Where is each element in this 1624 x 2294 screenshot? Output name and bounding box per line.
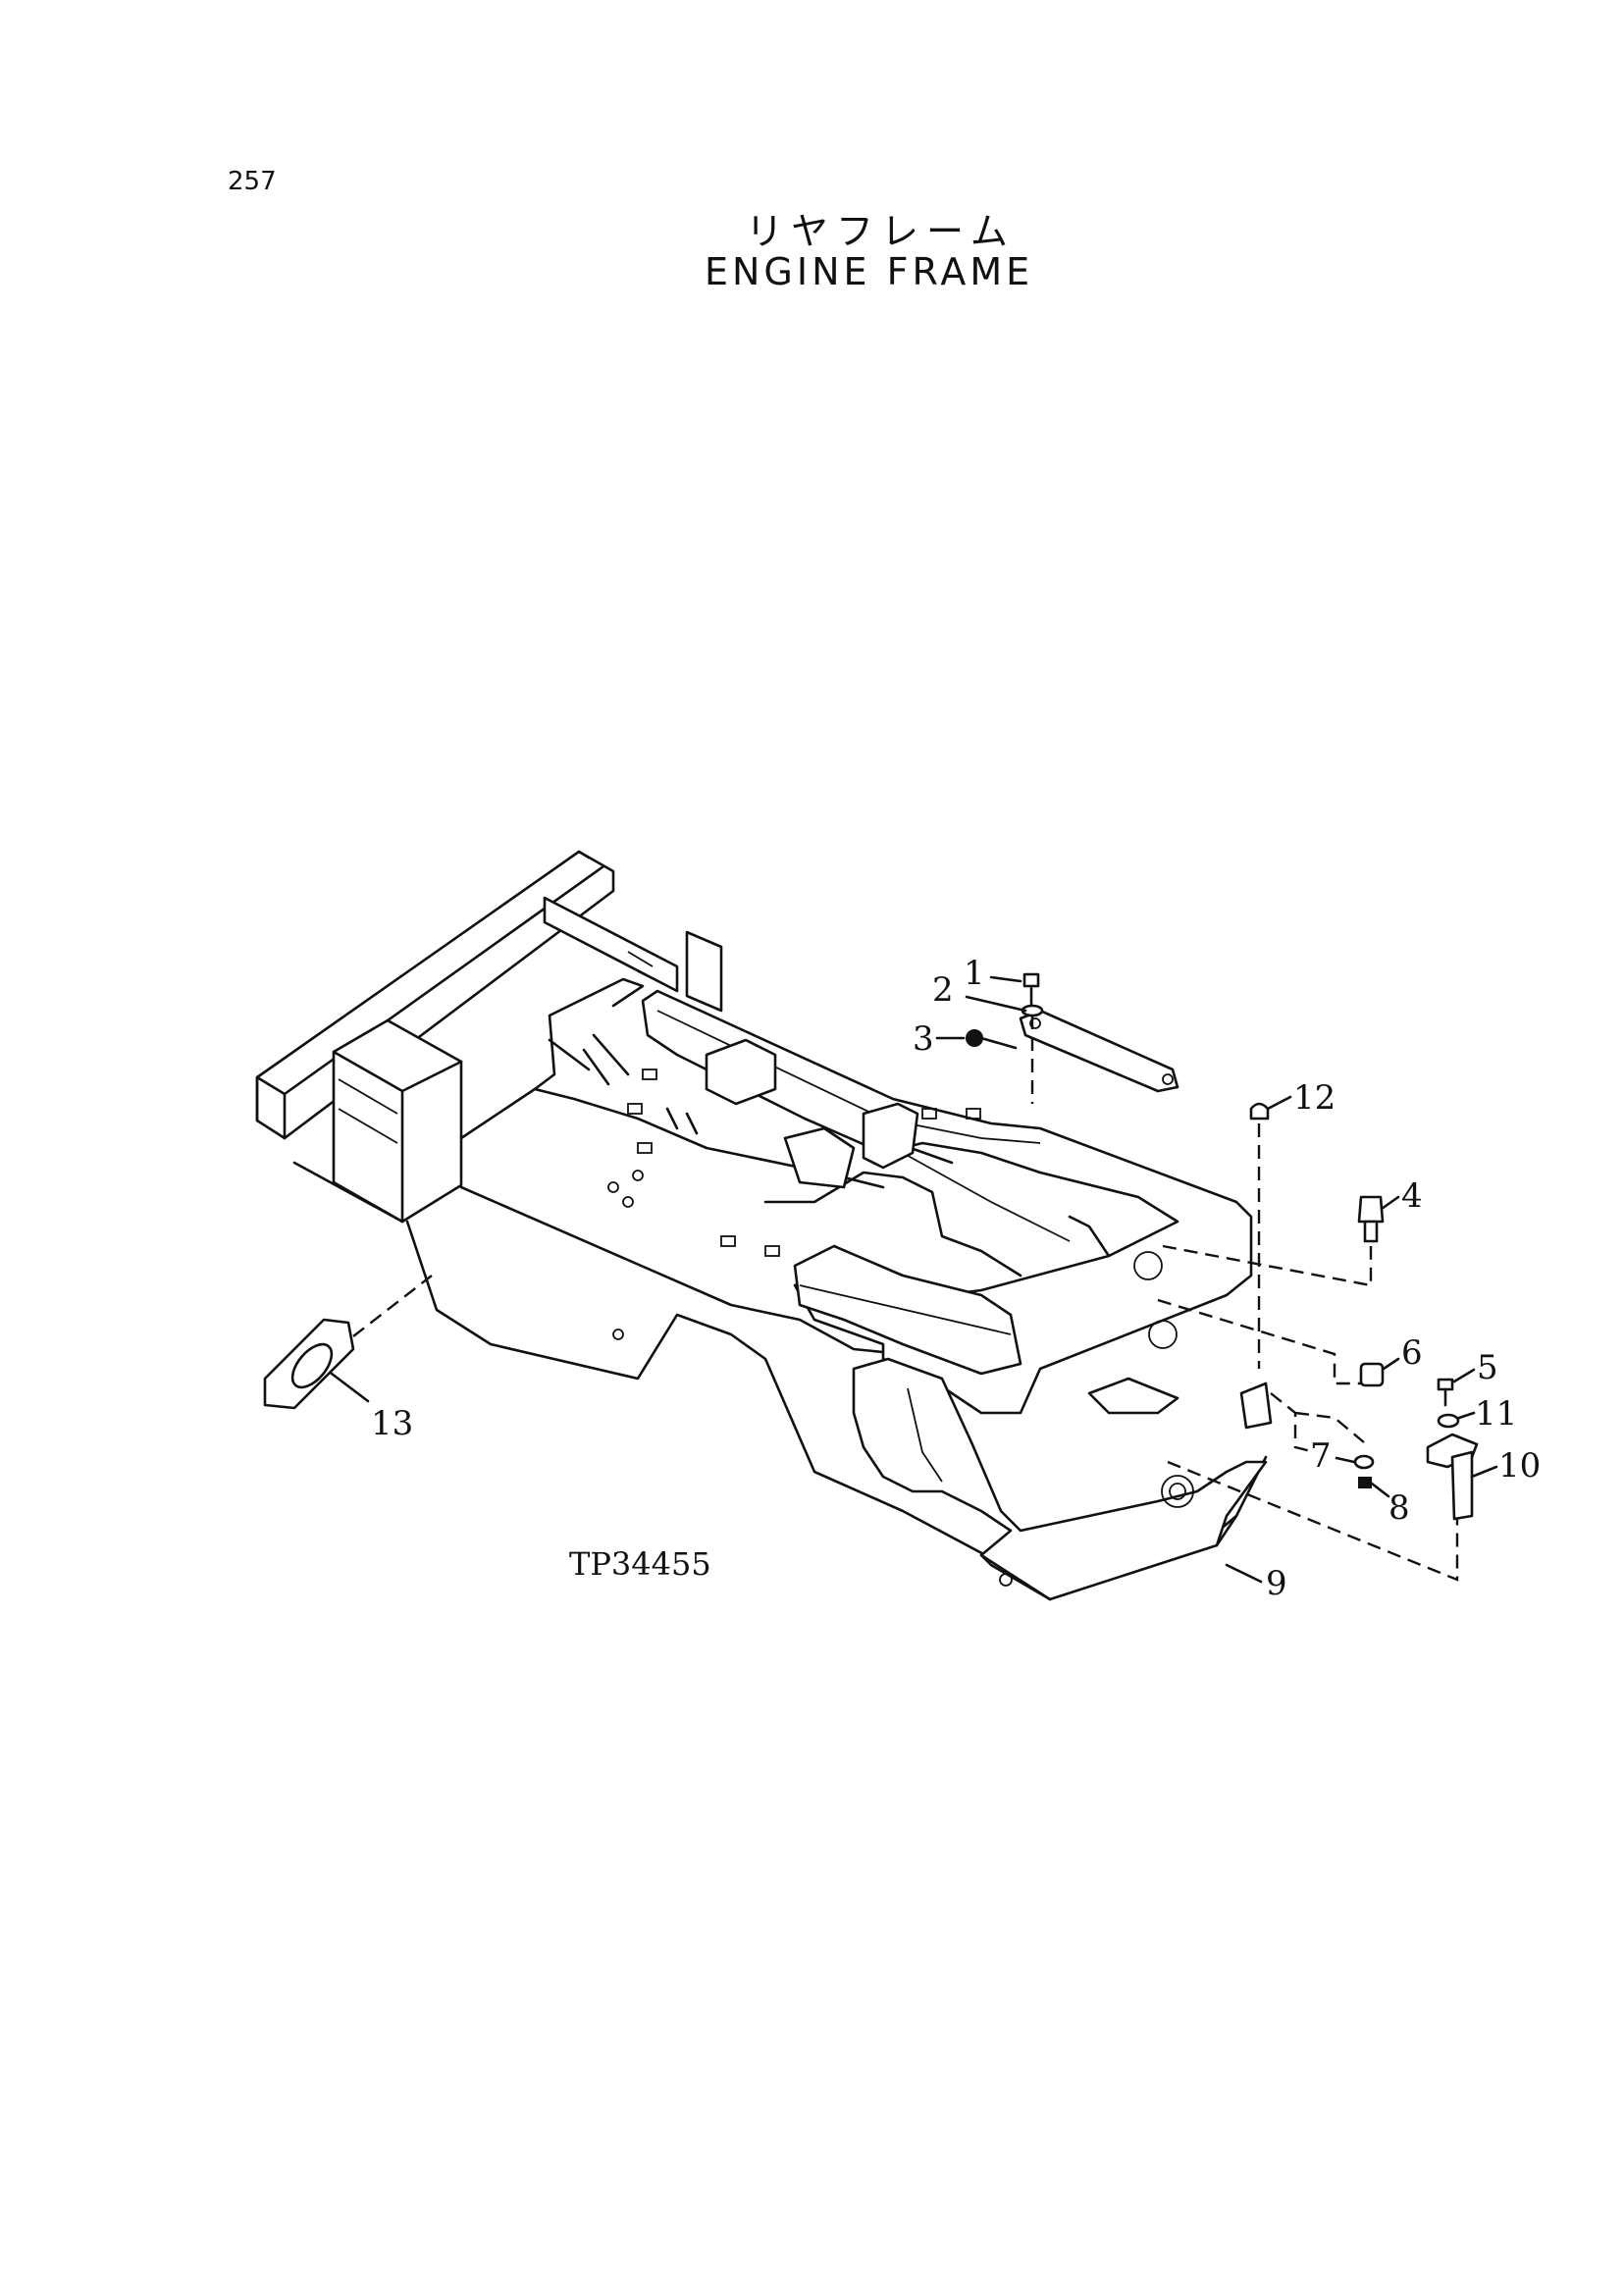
callout-7: 7	[1310, 1436, 1332, 1476]
callout-3: 3	[913, 1019, 934, 1059]
callout-4: 4	[1401, 1176, 1423, 1216]
part-12-clip	[1249, 1095, 1292, 1121]
part-4-bolt	[1357, 1195, 1400, 1243]
callout-10: 10	[1498, 1446, 1541, 1486]
part-6-bushing	[1359, 1357, 1400, 1387]
main-frame	[405, 977, 1268, 1591]
callout-1: 1	[964, 954, 985, 993]
lower-frame	[852, 1357, 1273, 1601]
callout-5: 5	[1477, 1348, 1498, 1387]
part-11-washer	[1437, 1411, 1476, 1429]
part-10-pin	[1426, 1433, 1498, 1521]
upper-bracket	[543, 896, 723, 1013]
left-rail	[793, 1244, 1022, 1376]
part-5-bolt	[1437, 1368, 1476, 1407]
callout-13: 13	[371, 1404, 413, 1443]
assembly-lines	[352, 1016, 1459, 1582]
link-plate	[1019, 1009, 1179, 1093]
part-13-eye-plate	[263, 1318, 370, 1410]
part-2-washer	[965, 995, 1044, 1017]
callout-6: 6	[1401, 1333, 1423, 1373]
title-japanese: リヤフレーム	[746, 210, 1016, 253]
callout-8: 8	[1388, 1488, 1410, 1528]
callout-12: 12	[1293, 1078, 1336, 1118]
callouts: 1 2 3 4 5 6 7 8 9 10 11 12 13	[371, 954, 1541, 1603]
callout-9: 9	[1266, 1564, 1287, 1603]
part-7-washer	[1335, 1454, 1375, 1470]
part-3-pin	[935, 1029, 1018, 1050]
part-1-bolt	[989, 972, 1040, 1008]
callout-11: 11	[1475, 1394, 1517, 1434]
drawing-number: TP34455	[569, 1545, 711, 1583]
part-8-nut	[1358, 1477, 1390, 1498]
page-number: 257	[228, 167, 277, 196]
callout-2: 2	[932, 970, 954, 1010]
callout-9-leader	[1225, 1563, 1263, 1584]
title-english: ENGINE FRAME	[705, 250, 1034, 293]
left-bracket	[292, 1018, 463, 1224]
